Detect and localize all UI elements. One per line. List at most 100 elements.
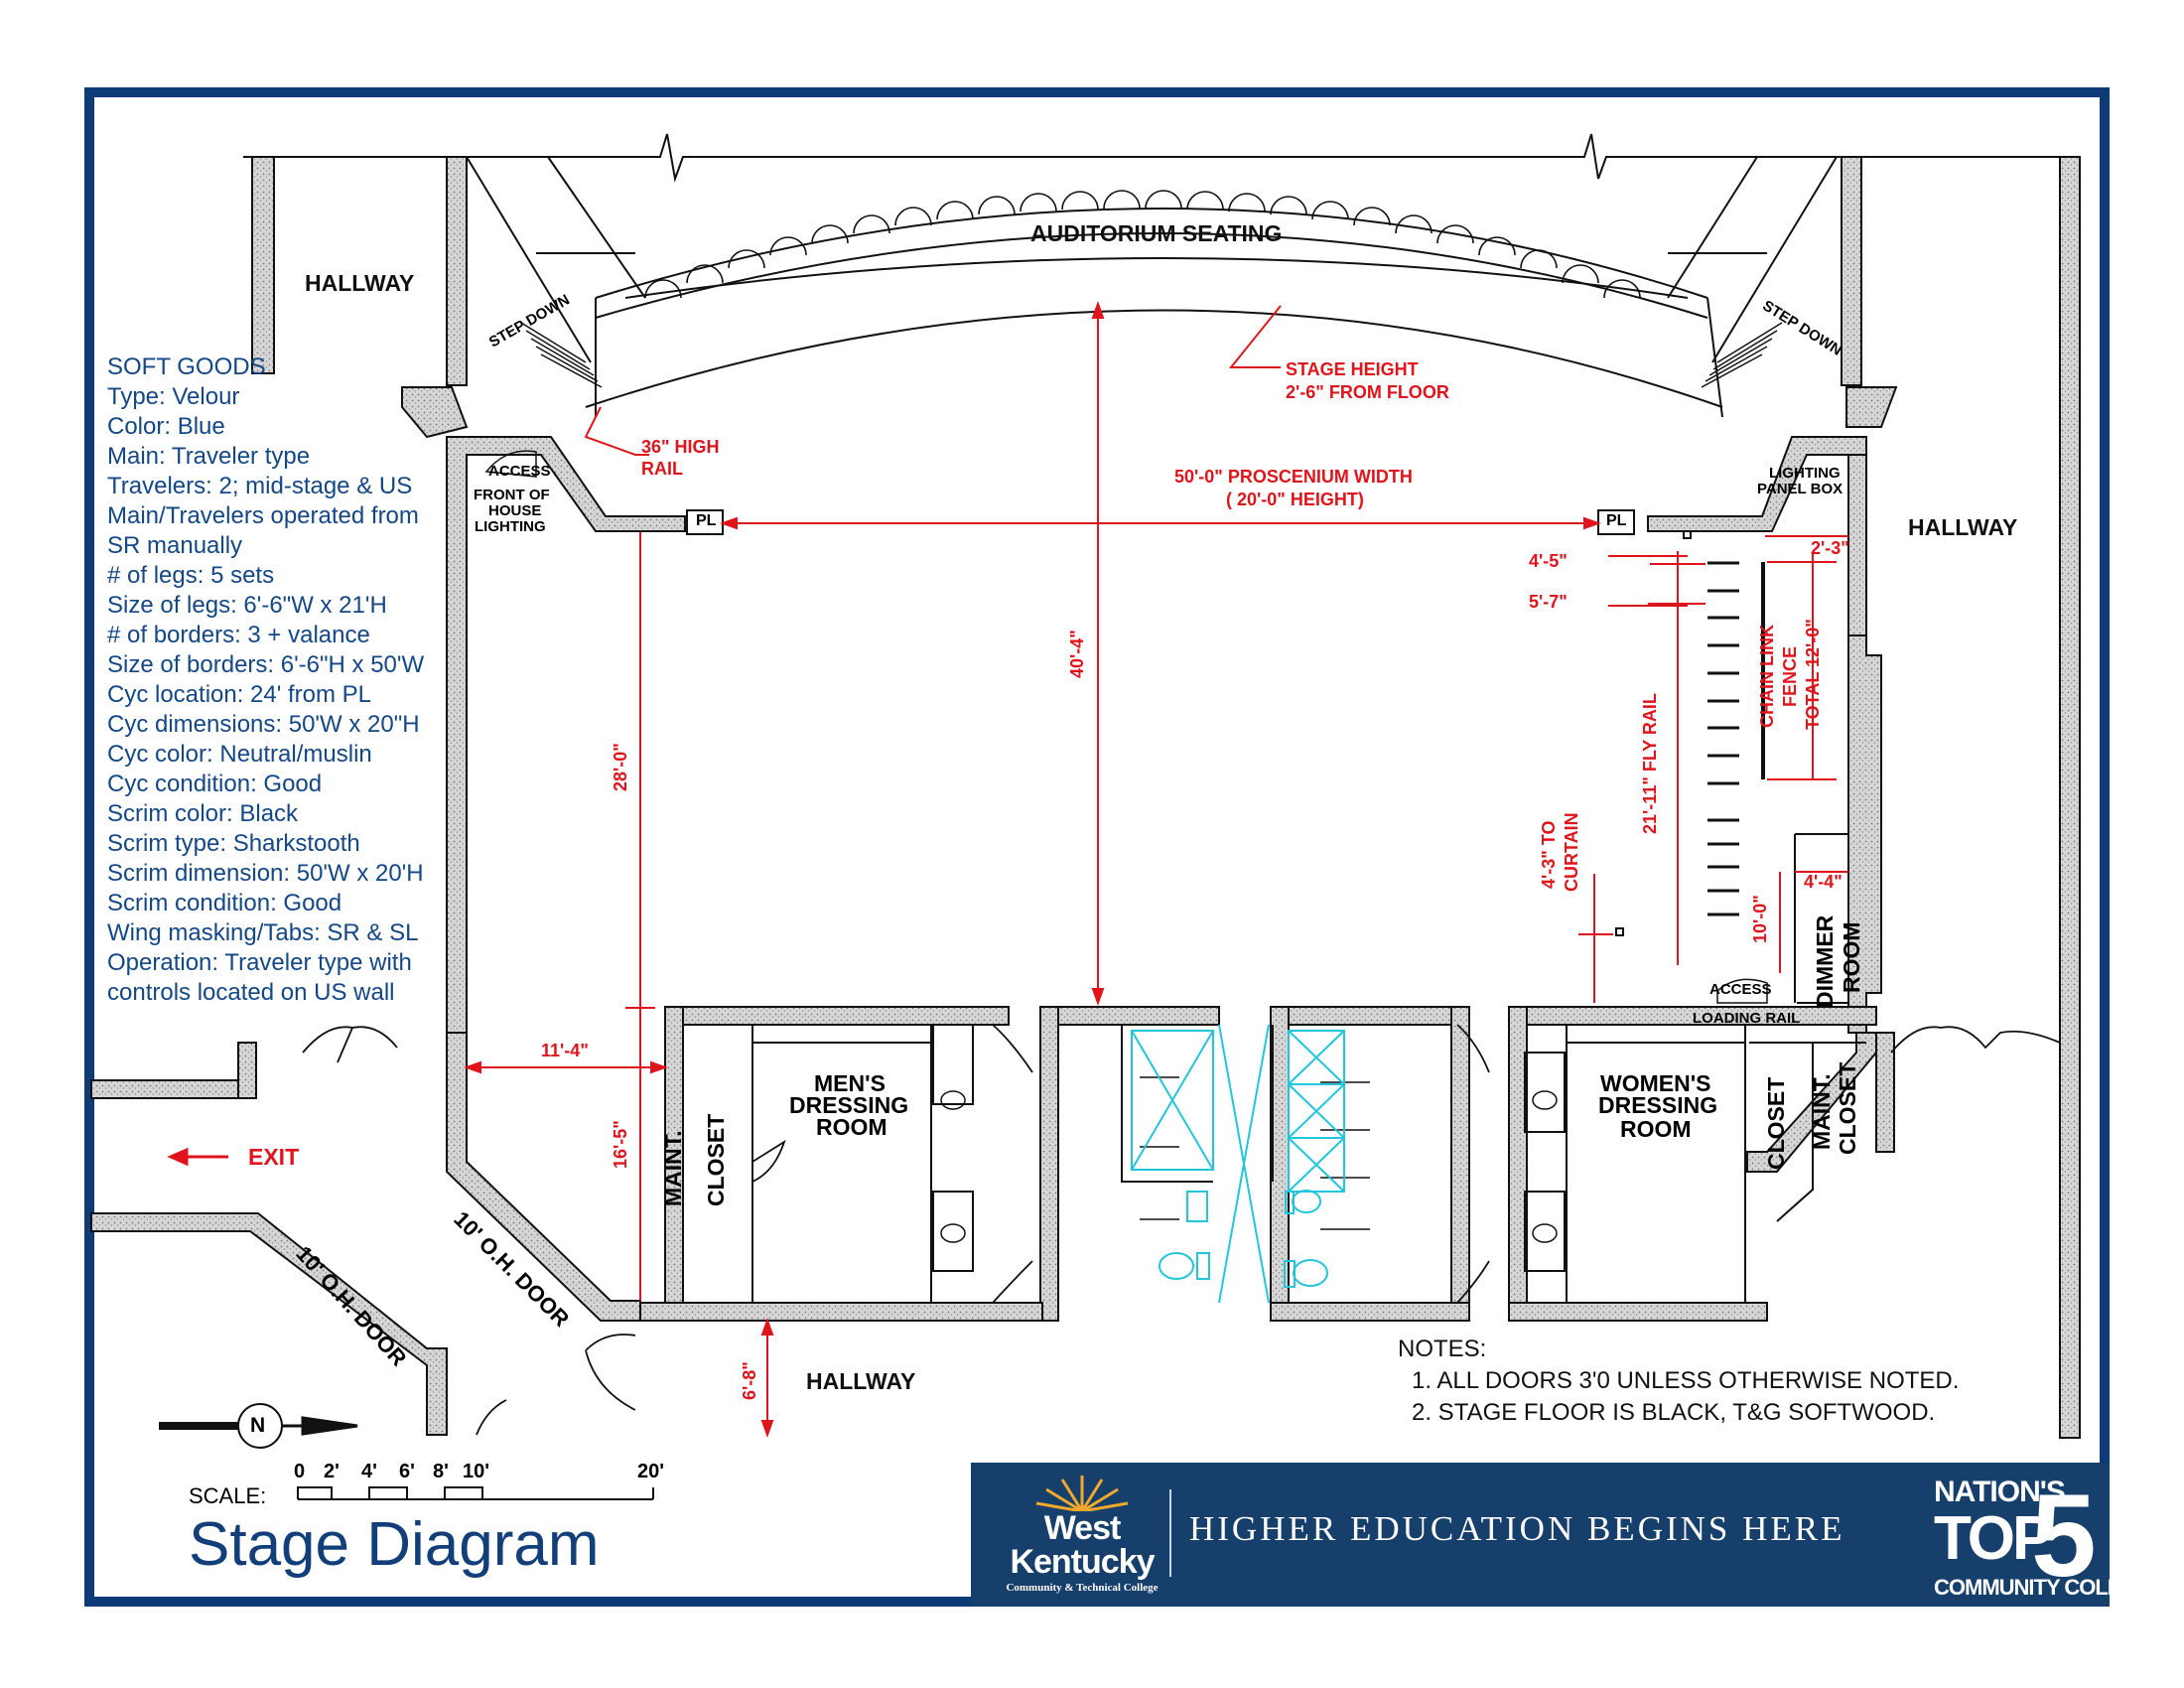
access-hatches [484,450,1768,1004]
scale-tick-8: 8' [433,1461,449,1482]
dim-16: 16'-5" [611,1120,630,1169]
dim-11: 11'-4" [541,1041,589,1060]
auditorium-seating-area [585,190,1723,418]
soft-goods-item: Scrim color: Black [107,800,299,827]
scale-tick-2: 2' [324,1461,340,1482]
dimmer-room-2: ROOM [1839,921,1864,993]
rail-height-1: 36" HIGH [641,437,720,457]
scale-tick-6: 6' [399,1461,415,1482]
maint-closet-right-1: MAINT. [1809,1073,1835,1150]
curtain-2: CURTAIN [1562,812,1581,892]
chain-link-3: TOTAL 12'-0" [1803,619,1823,730]
logo-subtitle: Community & Technical College [1006,1582,1159,1594]
page-title: Stage Diagram [189,1510,600,1579]
top5-badge: NATION'S TOP 5 COMMUNITY COLLEGE [1928,1468,2164,1603]
soft-goods-list: SOFT GOODS Type: Velour Color: Blue Main… [107,352,465,1008]
proscenium-height: ( 20'-0" HEIGHT) [1226,490,1364,509]
access-left: ACCESS [488,463,551,480]
note-item: 2. STAGE FLOOR IS BLACK, T&G SOFTWOOD. [1412,1399,1936,1426]
maint-closet-left-1: MAINT. [660,1130,686,1206]
stage-height-2: 2'-6" FROM FLOOR [1286,382,1449,402]
dim-10: 10'-0" [1750,895,1770,943]
north-label: N [250,1414,266,1437]
walls [90,156,2081,1439]
mens-label-3: ROOM [816,1114,887,1140]
foh-label-2: HOUSE [488,502,542,519]
soft-goods-item: Scrim condition: Good [107,890,342,916]
curtain-1: 4'-3" TO [1539,820,1559,889]
proscenium-width: 50'-0" PROSCENIUM WIDTH [1174,467,1413,487]
stage-depth: 40'-4" [1067,630,1087,678]
access-right: ACCESS [1709,981,1772,998]
fly-rail: 21'-11" FLY RAIL [1640,693,1660,834]
notes-heading: NOTES: [1398,1336,1487,1362]
dim-6: 6'-8" [740,1361,759,1400]
badge-line-1: NATION'S [1934,1476,2066,1508]
soft-goods-item: Cyc condition: Good [107,771,323,797]
soft-goods-item: Main: Traveler type [107,443,311,470]
badge-line-4: COMMUNITY COLLEGE [1934,1575,2164,1600]
hallway-nw-label: HALLWAY [305,270,415,296]
soft-goods-heading: SOFT GOODS [107,353,266,380]
scale-bar [297,1486,654,1500]
soft-goods-item: # of borders: 3 + valance [107,622,370,648]
womens-label-3: ROOM [1620,1116,1692,1142]
dim-28: 28'-0" [611,743,630,791]
soft-goods-item: Size of legs: 6'-6"W x 21'H [107,592,387,619]
note-item: 1. ALL DOORS 3'0 UNLESS OTHERWISE NOTED. [1412,1367,1960,1394]
lighting-panel-1: LIGHTING [1769,465,1841,482]
soft-goods-item: Type: Velour [107,383,240,410]
soft-goods-item: Color: Blue [107,413,225,440]
soft-goods-item: Operation: Traveler type with [107,949,412,976]
partitions [751,833,1866,1304]
soft-goods-item: SR manually [107,532,243,559]
soft-goods-item: # of legs: 5 sets [107,562,275,589]
doors [302,1024,2061,1436]
college-logo: West Kentucky Community & Technical Coll… [993,1470,1171,1599]
scale-label: SCALE: [189,1483,267,1508]
foh-label-3: LIGHTING [475,518,546,535]
maint-closet-right-2: CLOSET [1835,1061,1860,1155]
pl-left: PL [696,512,717,529]
dimmer-room-1: DIMMER [1812,914,1838,1008]
stage-height-1: STAGE HEIGHT [1286,359,1419,379]
soft-goods-item: Scrim type: Sharkstooth [107,830,360,857]
dim-2-3: 2'-3" [1811,538,1849,558]
dim-5-7: 5'-7" [1529,592,1568,612]
seating-aisles [466,156,1838,363]
scale-tick-10: 10' [463,1461,490,1482]
soft-goods-item: Size of borders: 6'-6"H x 50'W [107,651,425,678]
notes-block: NOTES: 1. ALL DOORS 3'0 UNLESS OTHERWISE… [1398,1334,1959,1429]
footer-divider [1169,1489,1171,1577]
break-lines [243,133,2060,183]
logo-line-1: West [1043,1509,1122,1547]
chain-link-2: FENCE [1780,645,1800,707]
womens-label-1: WOMEN'S [1600,1070,1711,1096]
toilets-cyan [1131,1024,1345,1304]
soft-goods-item: Travelers: 2; mid-stage & US [107,473,413,499]
tagline: HIGHER EDUCATION BEGINS HERE [1189,1509,1845,1548]
dim-4-4: 4'-4" [1804,872,1843,892]
logo-line-2: Kentucky [1010,1543,1155,1581]
chain-link-1: CHAIN LINK [1757,625,1777,728]
hallway-s-label: HALLWAY [806,1368,916,1394]
womens-label-2: DRESSING [1598,1092,1718,1118]
soft-goods-item: Cyc color: Neutral/muslin [107,741,372,768]
mens-label-2: DRESSING [789,1092,909,1118]
scale-tick-0: 0 [294,1461,306,1482]
badge-line-2: TOP [1934,1504,2053,1573]
dimension-lines [464,301,1848,1438]
maint-closet-left-2: CLOSET [703,1113,729,1206]
footer-banner [971,1463,2110,1607]
soft-goods-item: Main/Travelers operated from [107,502,419,529]
north-arrow [159,1403,358,1449]
mens-label-1: MEN'S [814,1070,886,1096]
rail-height-2: RAIL [641,459,683,479]
soft-goods-item: Cyc dimensions: 50'W x 20"H [107,711,420,738]
lighting-panel-2: PANEL BOX [1757,481,1843,497]
dim-4-5: 4'-5" [1529,551,1568,571]
exit-arrow [167,1147,228,1167]
hallway-e-label: HALLWAY [1908,514,2018,540]
